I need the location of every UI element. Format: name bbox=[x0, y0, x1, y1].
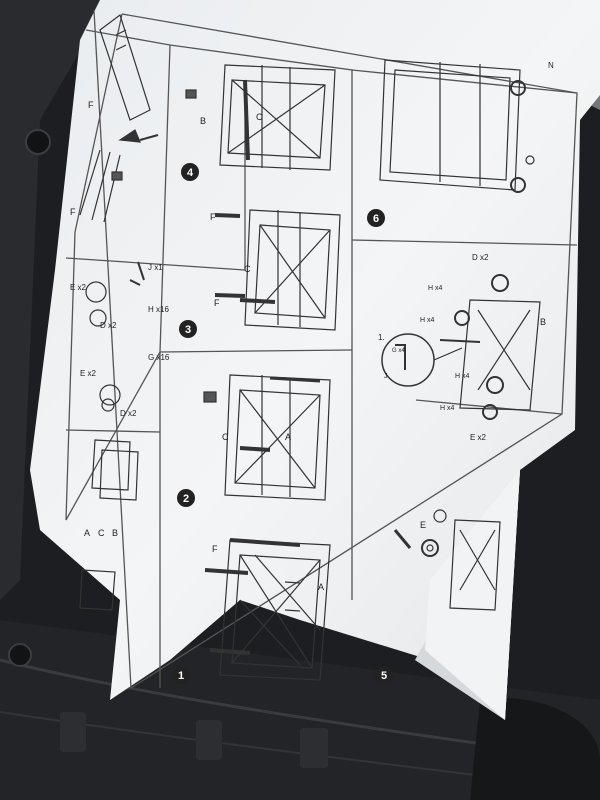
step-5-label: 5 bbox=[381, 670, 387, 682]
step-4-label: 4 bbox=[187, 167, 194, 179]
step-1-label: 1 bbox=[178, 670, 184, 682]
label-f-parts-2: F bbox=[88, 100, 94, 110]
page-mark: N bbox=[548, 61, 554, 70]
label-b-parts: B bbox=[112, 528, 118, 538]
label-g-qty: G x16 bbox=[148, 353, 170, 362]
parts-drawing bbox=[79, 14, 159, 611]
label-f-step3-top: F bbox=[210, 212, 216, 222]
label-e-qty-2: E x2 bbox=[70, 283, 87, 292]
step5-drawing bbox=[393, 509, 501, 611]
label-h-x4-1: H x4 bbox=[440, 405, 455, 412]
step-marker-5: 5 bbox=[375, 666, 393, 684]
label-j-qty: J x1 bbox=[148, 263, 163, 272]
step4-drawing bbox=[185, 64, 336, 171]
label-a-parts: A bbox=[84, 528, 90, 538]
step-3-label: 3 bbox=[185, 324, 191, 336]
label-d-qty-2: D x2 bbox=[100, 321, 117, 330]
label-f-step1-top: F bbox=[212, 544, 218, 554]
part-labels: A F F C A C F F C B E B J 1. A C B F F D… bbox=[70, 61, 554, 652]
label-e-qty-assembly: E x2 bbox=[470, 433, 487, 442]
label-h-x4-4: H x4 bbox=[428, 285, 443, 292]
step-marker-3: 3 bbox=[179, 320, 197, 338]
step-2-label: 2 bbox=[183, 493, 189, 505]
label-c-step4: C bbox=[256, 112, 263, 122]
manual-layout bbox=[65, 9, 578, 689]
label-d-qty-assembly: D x2 bbox=[472, 253, 489, 262]
label-b-step4: B bbox=[200, 116, 206, 126]
label-h-qty: H x16 bbox=[148, 305, 169, 314]
step-6-label: 6 bbox=[373, 213, 379, 225]
label-c-step2: C bbox=[222, 432, 229, 442]
caster-drawing bbox=[381, 274, 541, 420]
step2-drawing bbox=[203, 374, 331, 501]
label-c-step3: C bbox=[244, 264, 251, 274]
label-e-step5: E bbox=[420, 520, 426, 530]
label-f-parts: F bbox=[70, 207, 76, 217]
label-f-step3-bottom: F bbox=[214, 298, 220, 308]
label-a-step2: A bbox=[285, 432, 291, 442]
step-marker-1: 1 bbox=[172, 666, 190, 684]
label-a-step1: A bbox=[318, 582, 324, 592]
label-j-detail: J bbox=[384, 373, 388, 380]
label-e-qty-1: E x2 bbox=[80, 369, 97, 378]
step1-drawing bbox=[204, 538, 331, 681]
step-marker-6: 6 bbox=[367, 209, 385, 227]
step-marker-4: 4 bbox=[181, 163, 199, 181]
label-f-step1-bottom: F bbox=[220, 642, 226, 652]
step-marker-2: 2 bbox=[177, 489, 195, 507]
label-g-x4: G x4 bbox=[392, 348, 405, 354]
step-markers: 1 2 3 4 5 6 bbox=[172, 163, 393, 684]
label-c-parts: C bbox=[98, 528, 105, 538]
label-h-x4-2: H x4 bbox=[455, 373, 470, 380]
label-b-assembly: B bbox=[540, 317, 546, 327]
step3-drawing bbox=[214, 209, 341, 331]
label-h-x4-3: H x4 bbox=[420, 317, 435, 324]
step6-drawing bbox=[379, 59, 535, 193]
label-d-qty-1: D x2 bbox=[120, 409, 137, 418]
sub-step-label: 1. bbox=[378, 333, 385, 342]
